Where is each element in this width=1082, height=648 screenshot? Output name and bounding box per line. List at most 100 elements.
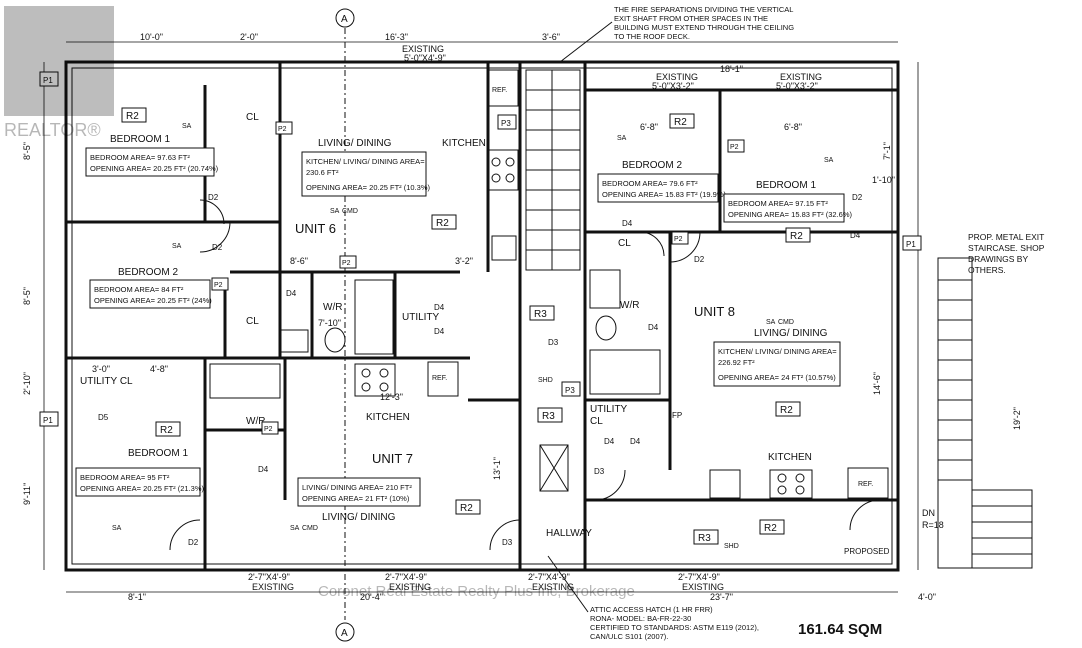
dim-bottom-2: 20'-4" [360,592,383,602]
svg-text:OTHERS.: OTHERS. [968,265,1006,275]
svg-text:P2: P2 [342,260,351,267]
dim-misc-7: 4'-8" [150,364,168,374]
svg-text:D4: D4 [258,465,269,474]
dim-misc-5: 7'-10" [318,318,341,328]
fire-separation-note: THE FIRE SEPARATIONS DIVIDING THE VERTIC… [559,5,794,63]
svg-text:LIVING/ DINING AREA= 210 FT²: LIVING/ DINING AREA= 210 FT² [302,483,412,492]
svg-text:REALTOR®: REALTOR® [4,120,101,140]
svg-text:230.6 FT²: 230.6 FT² [306,168,339,177]
svg-text:BEDROOM AREA= 97.63 FT²: BEDROOM AREA= 97.63 FT² [90,153,190,162]
svg-text:SA: SA [172,243,182,250]
svg-text:R2: R2 [764,523,777,534]
svg-text:SA: SA [766,319,776,326]
dim-bottom-4: 4'-0" [918,592,936,602]
window-bottom-2-status: EXISTING [389,582,431,592]
window-bottom-1-size: 2'-7"X4'-9" [248,572,290,582]
u8-bedroom1-label: BEDROOM 1 [756,180,816,191]
window-top-right1-status: EXISTING [656,72,698,82]
dim-right-2: 14'-6" [872,372,882,395]
window-bottom-3-size: 2'-7"X4'-9" [528,572,570,582]
svg-text:D3: D3 [502,538,513,547]
u7-bedroom1-label: BEDROOM 1 [128,448,188,459]
section-line: A A [335,8,355,642]
dim-top-2: 2'-0" [240,32,258,42]
dimension-lines [43,41,919,593]
u8-utility-label: UTILITY [590,404,628,415]
svg-text:P1: P1 [906,240,916,249]
svg-text:R2: R2 [160,425,173,436]
u6-bedroom1-label: BEDROOM 1 [110,134,170,145]
svg-text:CAN/ULC S101 (2007).: CAN/ULC S101 (2007). [590,632,668,641]
u8-cl-label: CL [618,238,631,249]
dim-top-4: 3'-6" [542,32,560,42]
dim-misc-9: 13'-1" [492,457,502,480]
window-bottom-2-size: 2'-7"X4'-9" [385,572,427,582]
dim-top-1: 10'-0" [140,32,163,42]
window-top-right1-size: 5'-0"X3'-2" [652,81,694,91]
svg-text:P3: P3 [501,119,511,128]
window-top-left-status: EXISTING [402,44,444,54]
area-box-u6-bed1: BEDROOM AREA= 97.63 FT² OPENING AREA= 20… [85,147,219,177]
svg-text:D4: D4 [850,231,861,240]
smoke-alarm-tags: SA SA SA CMD SA SA CMD SHD SA SA SA CMD … [112,123,834,550]
section-marker-top: A [341,14,348,25]
svg-text:D2: D2 [188,538,199,547]
svg-text:P2: P2 [214,282,223,289]
fixtures: REF. REF. REF. [209,69,889,499]
svg-text:P3: P3 [565,386,575,395]
svg-text:D4: D4 [434,327,445,336]
total-area-label: 161.64 SQM [798,621,882,638]
svg-text:P2: P2 [730,144,739,151]
svg-text:BEDROOM AREA= 97.15 FT²: BEDROOM AREA= 97.15 FT² [728,199,828,208]
svg-text:226.92 FT²: 226.92 FT² [718,358,755,367]
svg-text:D2: D2 [852,193,863,202]
dim-bottom-3: 23'-7" [710,592,733,602]
dim-top-3: 16'-3" [385,32,408,42]
svg-text:TO THE ROOF DECK.: TO THE ROOF DECK. [614,32,690,41]
dim-right-1: 7'-1" [882,142,892,160]
svg-text:OPENING AREA= 20.25 FT² (21.3%: OPENING AREA= 20.25 FT² (21.3%) [80,484,205,493]
u6-cl-label-2: CL [246,316,259,327]
u8-bedroom2-label: BEDROOM 2 [622,160,682,171]
svg-text:P2: P2 [264,426,273,433]
svg-text:D5: D5 [98,413,109,422]
dim-bottom-1: 8'-1" [128,592,146,602]
svg-text:D4: D4 [630,437,641,446]
door-codes: D2 D2 D4 D4 D4 D5 D2 D4 D3 D3 D4 D2 D2 D… [98,193,863,547]
svg-text:OPENING AREA= 20.25 FT² (20.74: OPENING AREA= 20.25 FT² (20.74%) [90,164,219,173]
svg-text:R3: R3 [542,411,555,422]
room-tags: R2 R2 R2 R2 R2 R2 R2 R2 R3 R3 R3 [121,107,811,545]
u7-utility-cl-label: UTILITY CL [80,376,133,387]
svg-text:KITCHEN/ LIVING/ DINING AREA=: KITCHEN/ LIVING/ DINING AREA= [718,347,837,356]
svg-text:BUILDING MUST EXTEND THROUGH T: BUILDING MUST EXTEND THROUGH THE CEILING [614,23,794,32]
svg-text:D3: D3 [548,338,559,347]
realtor-logo: REALTOR® [4,6,114,140]
door-swings [169,199,881,551]
svg-text:D2: D2 [694,255,705,264]
svg-text:CMD: CMD [302,525,318,532]
svg-text:D2: D2 [212,243,223,252]
svg-text:D4: D4 [286,289,297,298]
svg-text:STAIRCASE. SHOP: STAIRCASE. SHOP [968,243,1045,253]
u6-living-label: LIVING/ DINING [318,138,392,149]
svg-text:D4: D4 [434,303,445,312]
dim-right-3: 19'-2" [1012,407,1022,430]
svg-text:ATTIC ACCESS HATCH (1 HR FRR): ATTIC ACCESS HATCH (1 HR FRR) [590,605,713,614]
u6-bedroom2-label: BEDROOM 2 [118,267,178,278]
svg-text:D4: D4 [622,219,633,228]
svg-text:CMD: CMD [778,319,794,326]
svg-text:SA: SA [617,135,627,142]
svg-text:SA: SA [330,208,340,215]
dim-left-1: 8'-5" [22,142,32,160]
ref-label-2: REF. [432,375,447,382]
svg-text:OPENING AREA= 21 FT² (10%): OPENING AREA= 21 FT² (10%) [302,494,410,503]
dn-label: DN [922,508,935,518]
svg-text:P1: P1 [43,76,53,85]
svg-text:D3: D3 [594,467,605,476]
dim-misc-8: 3'-2" [455,256,473,266]
window-top-left-size: 5'-0"X4'-9" [404,53,446,63]
dim-misc-3: 8'-6" [290,256,308,266]
dim-left-3: 2'-10" [22,372,32,395]
ref-label-1: REF. [492,87,507,94]
dim-misc-6: 3'-0" [92,364,110,374]
